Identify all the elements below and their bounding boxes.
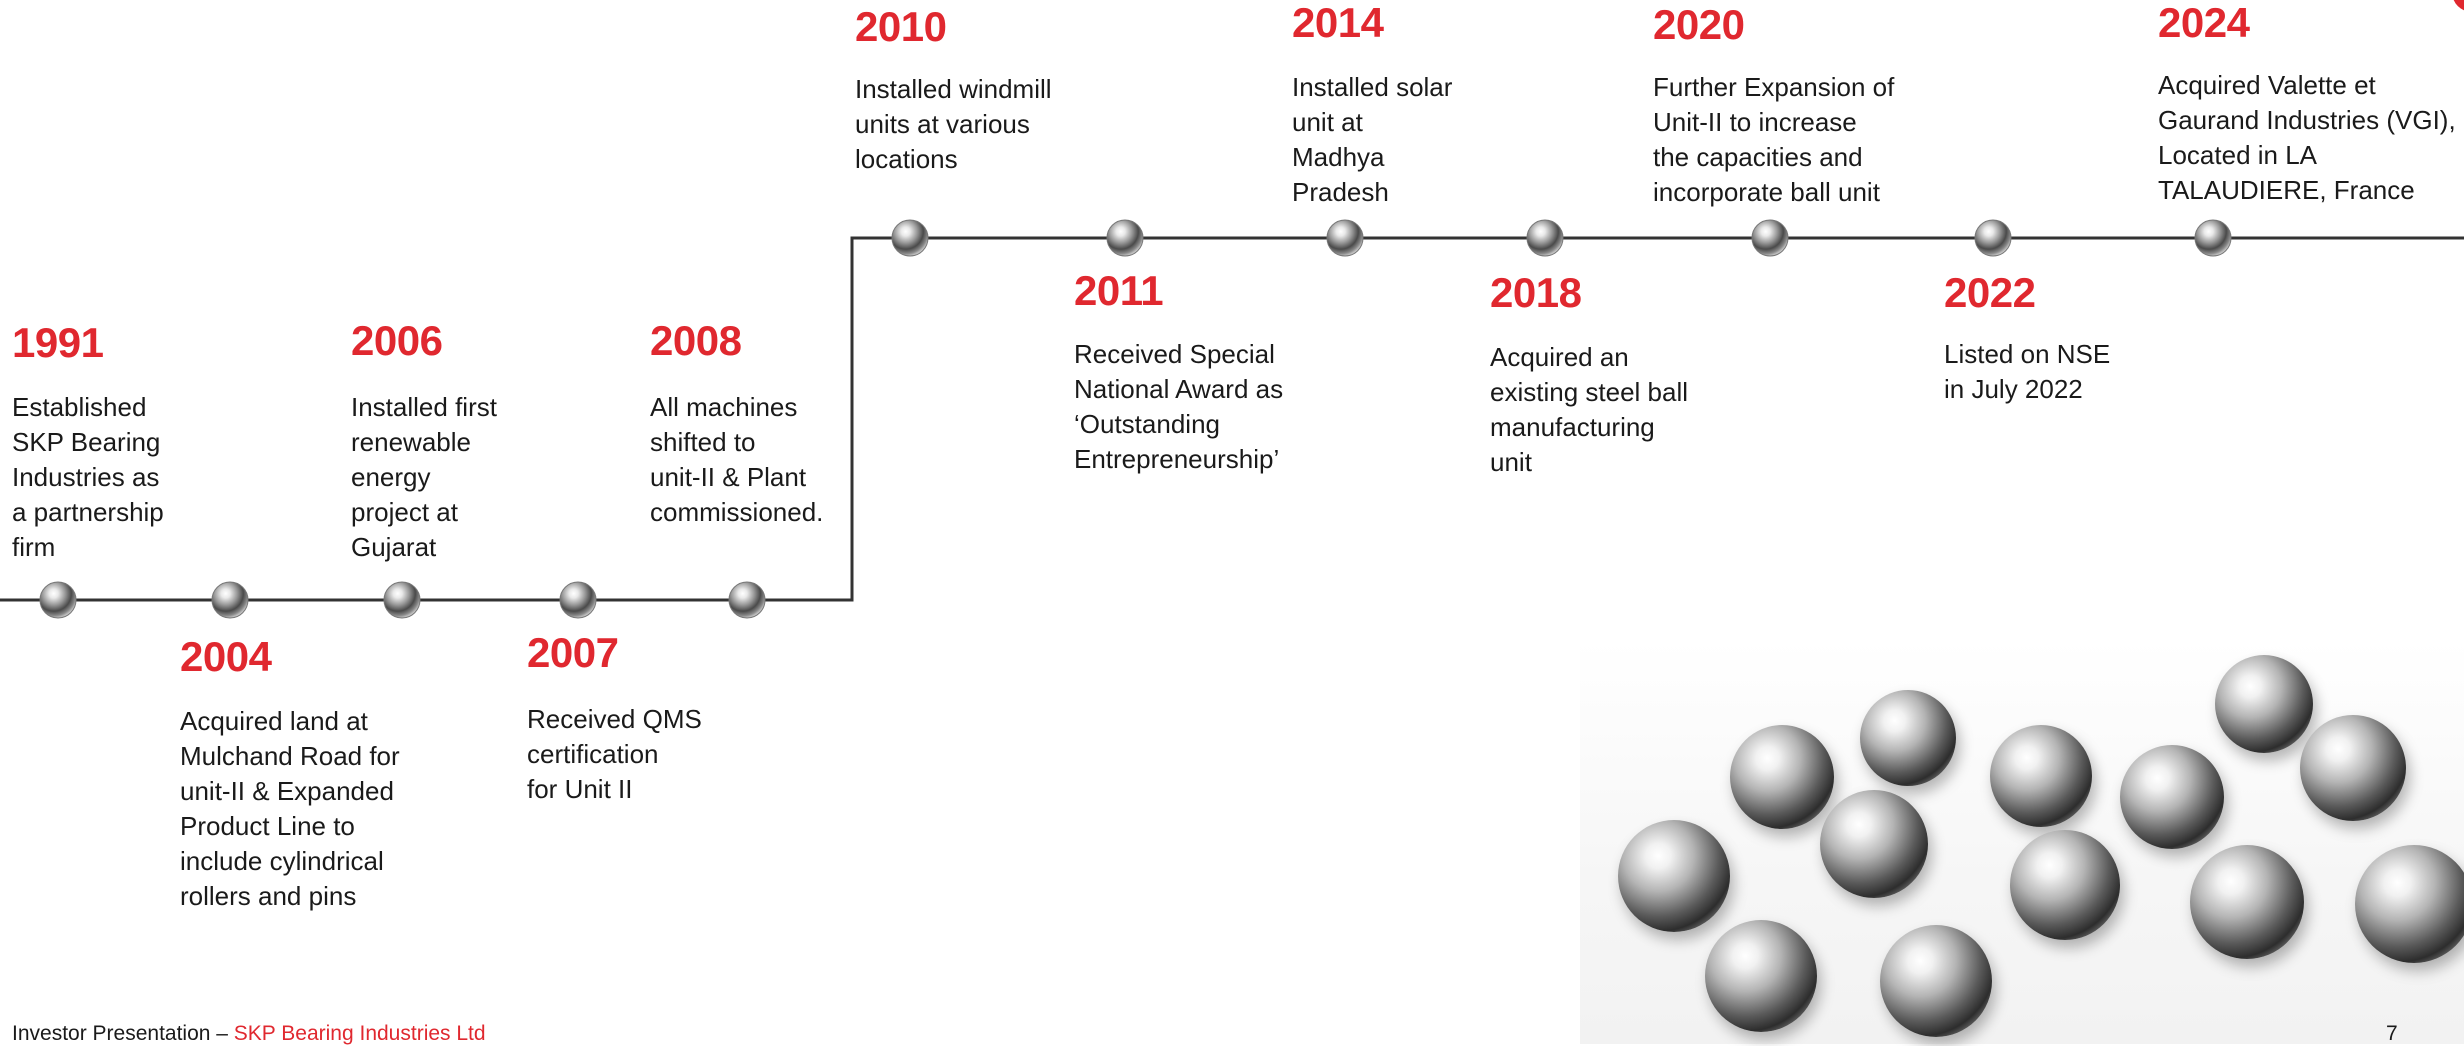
milestone-description-line: Gujarat xyxy=(351,532,437,562)
milestone-description-2024: Acquired Valette et Gaurand Industries (V… xyxy=(2158,68,2456,208)
milestone-description-line: existing steel ball xyxy=(1490,377,1688,407)
footer-prefix: Investor Presentation – xyxy=(12,1022,234,1045)
milestone-description-line: Pradesh xyxy=(1292,177,1389,207)
milestone-description-line: for Unit II xyxy=(527,774,633,804)
milestone-description-line: Installed first xyxy=(351,392,497,422)
milestone-description-2007: Received QMS certification for Unit II xyxy=(527,702,702,807)
milestone-year-2020: 2020 xyxy=(1653,1,1745,48)
milestone-description-line: Installed solar xyxy=(1292,72,1453,102)
milestone-description-line: unit at xyxy=(1292,107,1363,137)
milestone-description-line: Received Special xyxy=(1074,339,1275,369)
timeline-dot-2010 xyxy=(891,219,929,257)
milestone-description-line: a partnership xyxy=(12,497,164,527)
milestone-description-line: All machines xyxy=(650,392,798,422)
milestone-year-2024: 2024 xyxy=(2158,0,2250,46)
milestone-description-line: Entrepreneurship’ xyxy=(1074,444,1280,474)
milestone-description-line: TALAUDIERE, France xyxy=(2158,175,2415,205)
timeline-dot-2020 xyxy=(1751,219,1789,257)
milestone-description-line: Located in LA xyxy=(2158,140,2318,170)
milestone-description-2006: Installed first renewable energy project at… xyxy=(351,390,497,565)
milestone-description-line: locations xyxy=(855,144,958,174)
milestone-description-line: firm xyxy=(12,532,56,562)
milestone-description-line: unit-II & Plant xyxy=(650,462,807,492)
milestone-description-line: Listed on NSE xyxy=(1944,339,2111,369)
milestone-description-line: Acquired Valette et xyxy=(2158,70,2376,100)
footer-company: SKP Bearing Industries Ltd xyxy=(233,1022,486,1045)
milestone-description-line: Unit-II to increase xyxy=(1653,107,1857,137)
milestone-description-line: energy xyxy=(351,462,431,492)
timeline-dot-2007 xyxy=(559,581,597,619)
milestone-description-line: project at xyxy=(351,497,458,527)
timeline-dot-2024 xyxy=(2194,219,2232,257)
milestone-year-2008: 2008 xyxy=(650,317,742,364)
milestone-description-line: Acquired land at xyxy=(180,706,368,736)
steel-balls-image xyxy=(1580,640,2464,1044)
timeline-dot-2006 xyxy=(383,581,421,619)
milestone-year-1991: 1991 xyxy=(12,319,104,366)
milestone-description-line: Product Line to xyxy=(180,811,355,841)
milestone-description-line: units at various xyxy=(855,109,1030,139)
milestone-description-line: Acquired an xyxy=(1490,342,1629,372)
milestone-description-line: Industries as xyxy=(12,462,160,492)
milestone-description-line: Gaurand Industries (VGI), xyxy=(2158,105,2456,135)
milestone-year-2014: 2014 xyxy=(1292,0,1384,46)
milestone-description-line: include cylindrical xyxy=(180,846,384,876)
milestone-year-2010: 2010 xyxy=(855,3,947,50)
milestone-description-2008: All machines shifted to unit-II & Plant com… xyxy=(650,390,823,530)
milestone-description-line: incorporate ball unit xyxy=(1653,177,1880,207)
milestone-description-2022: Listed on NSE in July 2022 xyxy=(1944,337,2110,407)
milestone-description-line: National Award as xyxy=(1074,374,1284,404)
milestone-description-2010: Installed windmill units at various locati… xyxy=(855,72,1052,177)
milestone-description-line: commissioned. xyxy=(650,497,824,527)
milestone-description-line: Madhya xyxy=(1292,142,1385,172)
milestone-description-2018: Acquired an existing steel ball manufactur… xyxy=(1490,340,1688,480)
milestone-year-2004: 2004 xyxy=(180,633,272,680)
timeline-dot-2018 xyxy=(1526,219,1564,257)
timeline-line xyxy=(0,236,2464,602)
milestone-description-line: Further Expansion of xyxy=(1653,72,1895,102)
timeline-dot-2022 xyxy=(1974,219,2012,257)
milestone-description-line: rollers and pins xyxy=(180,881,357,911)
timeline-dot-1991 xyxy=(39,581,77,619)
milestone-description-line: the capacities and xyxy=(1653,142,1863,172)
milestone-description-line: Established xyxy=(12,392,147,422)
milestone-description-line: unit xyxy=(1490,447,1532,477)
timeline-dot-2004 xyxy=(211,581,249,619)
milestone-description-2004: Acquired land at Mulchand Road for unit-II… xyxy=(180,704,400,914)
footer: Investor Presentation – SKP Bearing Indu… xyxy=(12,1022,486,1046)
milestone-description-line: ‘Outstanding xyxy=(1074,409,1220,439)
milestone-description-line: Received QMS xyxy=(527,704,702,734)
milestone-description-line: SKP Bearing xyxy=(12,427,161,457)
milestone-description-line: Installed windmill xyxy=(855,74,1052,104)
timeline-dot-2008 xyxy=(728,581,766,619)
milestone-description-line: renewable xyxy=(351,427,471,457)
milestone-description-line: in July 2022 xyxy=(1944,374,2083,404)
milestone-year-2006: 2006 xyxy=(351,317,443,364)
timeline-dot-2014 xyxy=(1326,219,1364,257)
milestone-description-line: unit-II & Expanded xyxy=(180,776,394,806)
milestone-year-2011: 2011 xyxy=(1074,267,1164,314)
milestone-description-line: Mulchand Road for xyxy=(180,741,400,771)
page-number: 7 xyxy=(2386,1022,2398,1045)
milestone-description-2020: Further Expansion of Unit-II to increase t… xyxy=(1653,70,1894,210)
timeline-dot-2011 xyxy=(1106,219,1144,257)
milestone-year-2018: 2018 xyxy=(1490,269,1582,316)
milestone-description-line: shifted to xyxy=(650,427,756,457)
milestone-description-line: manufacturing xyxy=(1490,412,1655,442)
milestone-description-line: certification xyxy=(527,739,659,769)
milestone-year-2022: 2022 xyxy=(1944,269,2036,316)
milestone-year-2007: 2007 xyxy=(527,629,619,676)
